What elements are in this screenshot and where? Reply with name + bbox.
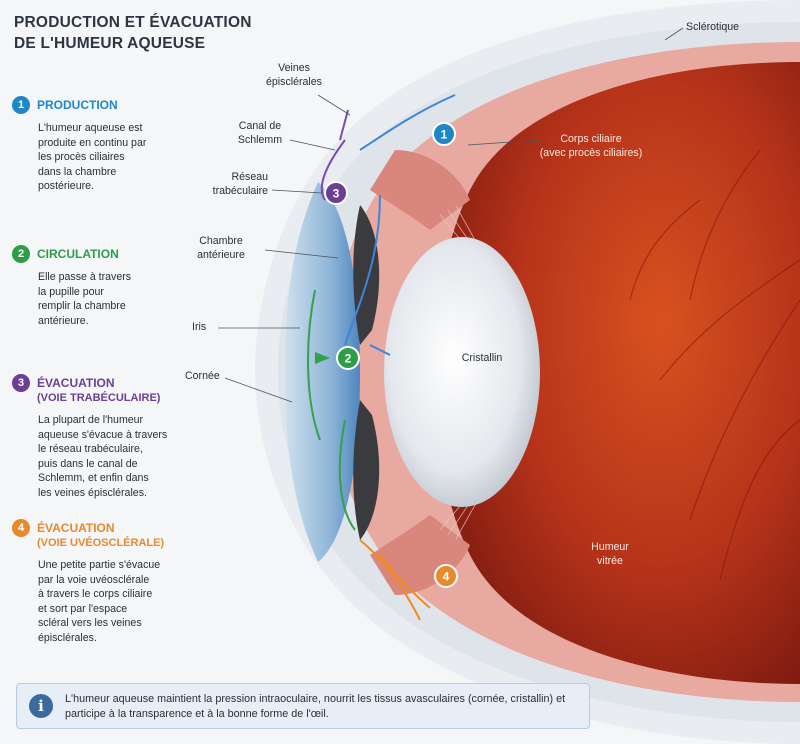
label-humeur-vitree: Humeur vitrée — [591, 541, 629, 567]
step-title: CIRCULATION — [37, 247, 119, 261]
info-icon: i — [29, 694, 53, 718]
svg-text:2: 2 — [345, 352, 352, 366]
step-circulation: 2 CIRCULATION Elle passe à travers la pu… — [12, 245, 182, 328]
step-subtitle: (VOIE TRABÉCULAIRE) — [37, 392, 161, 404]
title-line-2: DE L'HUMEUR AQUEUSE — [14, 35, 206, 52]
diagram-badges: 1 2 3 4 — [324, 122, 458, 588]
label-corps-ciliaire: Corps ciliaire (avec procès ciliaires) — [539, 133, 643, 159]
step-badge: 1 — [12, 96, 30, 114]
step-subtitle: (VOIE UVÉOSCLÉRALE) — [37, 537, 165, 549]
step-badge: 4 — [12, 519, 30, 537]
label-cornee: Cornée — [185, 370, 220, 382]
step-text: L'humeur aqueuse est produite en continu… — [38, 122, 147, 193]
label-sclerotique: Sclérotique — [686, 21, 739, 33]
step-production: 1 PRODUCTION L'humeur aqueuse est produi… — [12, 96, 182, 194]
label-cristallin: Cristallin — [461, 352, 503, 364]
label-veines-episclerales: Veines épisclérales — [266, 62, 322, 88]
ciliary-top — [370, 150, 470, 230]
step-title: ÉVACUATION — [37, 376, 115, 390]
step-badge: 3 — [12, 374, 30, 392]
svg-text:3: 3 — [333, 187, 340, 201]
step-text: Elle passe à travers la pupille pour rem… — [38, 271, 132, 327]
step-text: Une petite partie s'évacue par la voie u… — [38, 559, 161, 644]
svg-text:1: 1 — [441, 128, 448, 142]
label-chambre-anterieure: Chambre antérieure — [197, 235, 245, 261]
step-text: La plupart de l'humeur aqueuse s'évacue … — [38, 414, 168, 499]
step-badge: 2 — [12, 245, 30, 263]
info-box: i L'humeur aqueuse maintient la pression… — [16, 683, 590, 729]
svg-text:4: 4 — [443, 570, 450, 584]
lens-shape — [384, 237, 540, 507]
step-title: ÉVACUATION — [37, 521, 115, 535]
iris-shape — [353, 205, 380, 345]
label-reseau-trabeculaire: Réseau trabéculaire — [212, 171, 268, 197]
page-title: PRODUCTION ET ÉVACUATION DE L'HUMEUR AQU… — [14, 12, 252, 54]
label-canal-schlemm: Canal de Schlemm — [237, 120, 283, 146]
step-evacuation-trabecular: 3 ÉVACUATION (VOIE TRABÉCULAIRE) La plup… — [12, 374, 182, 501]
title-line-1: PRODUCTION ET ÉVACUATION — [14, 14, 252, 31]
info-text: L'humeur aqueuse maintient la pression i… — [65, 693, 566, 720]
vitreous-body — [435, 62, 800, 684]
label-iris: Iris — [192, 321, 207, 333]
step-evacuation-uveoscleral: 4 ÉVACUATION (VOIE UVÉOSCLÉRALE) Une pet… — [12, 519, 182, 646]
step-title: PRODUCTION — [37, 98, 118, 112]
anterior-chamber — [285, 182, 360, 562]
